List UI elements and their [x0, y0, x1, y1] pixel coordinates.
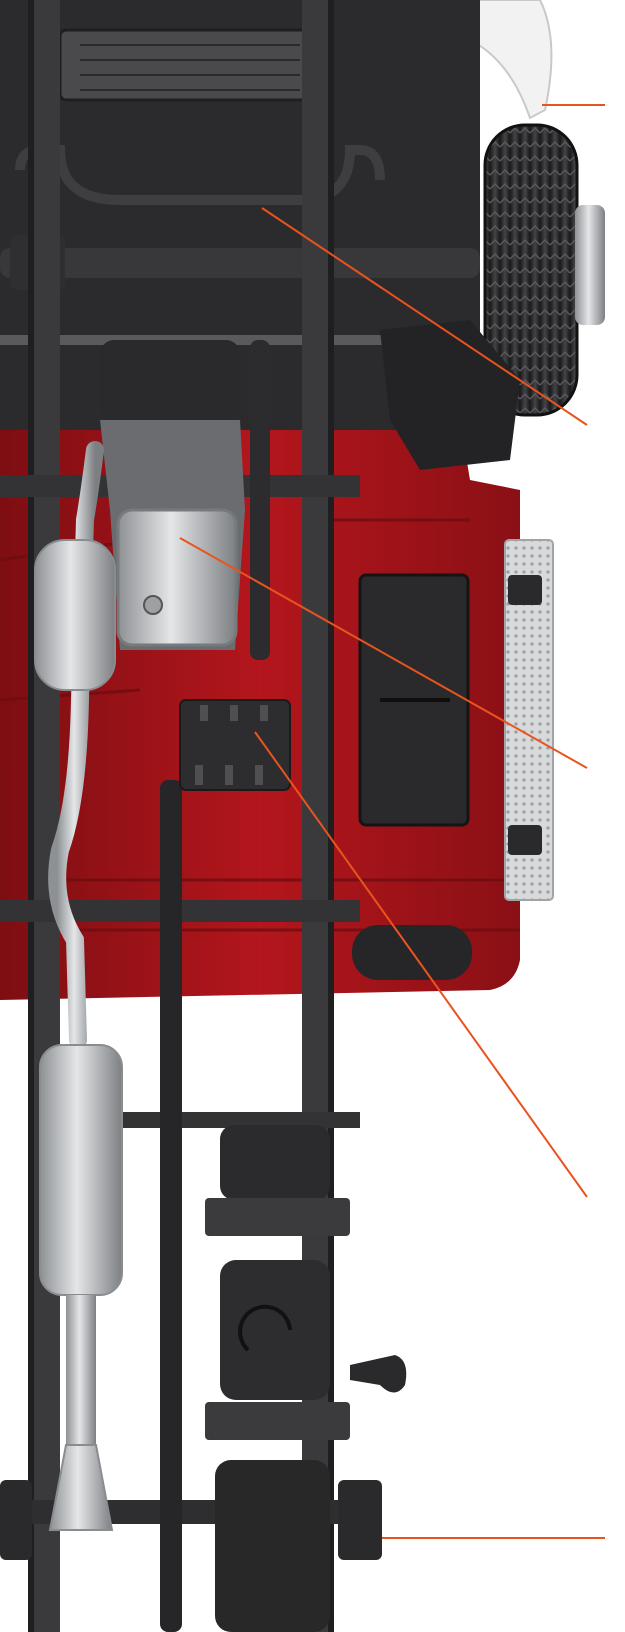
callout-front-crossmember — [261, 207, 588, 426]
callout-skid-plate — [254, 731, 588, 1198]
exhaust-pipe — [48, 441, 104, 1049]
transmission-pan — [116, 508, 238, 647]
tailpipe-tip — [48, 1444, 114, 1531]
fuel-tank-strap-1 — [205, 1198, 350, 1236]
step-bracket-bottom — [508, 825, 542, 855]
frame-rail-right-edge — [328, 0, 334, 1632]
muffler — [39, 1044, 123, 1296]
front-driveshaft — [250, 340, 270, 660]
tank-mark — [238, 1304, 292, 1352]
skid-plate-slots — [195, 705, 268, 785]
front-axle — [0, 248, 480, 278]
radiator-fins — [80, 44, 300, 91]
rear-hanger-left — [0, 1480, 32, 1560]
drain-plug — [143, 595, 163, 615]
running-board — [504, 539, 554, 901]
rear-hanger-right — [338, 1480, 382, 1560]
engine-block — [100, 340, 240, 420]
catalytic-converter — [34, 539, 116, 691]
fuel-tank-front — [220, 1125, 330, 1200]
fuel-tank-rear — [215, 1460, 330, 1632]
rear-driveshaft — [160, 780, 182, 1632]
callout-lines — [179, 104, 605, 1539]
frame-rail-left-edge — [28, 0, 34, 1632]
tailpipe — [66, 1295, 96, 1445]
fuel-tank-strap-2 — [205, 1402, 350, 1440]
wheel-hub — [575, 205, 605, 325]
fuel-tank-mid — [220, 1260, 330, 1400]
step-bracket-top — [508, 575, 542, 605]
trailer-plug — [350, 1355, 407, 1393]
callout-transmission — [179, 537, 588, 769]
